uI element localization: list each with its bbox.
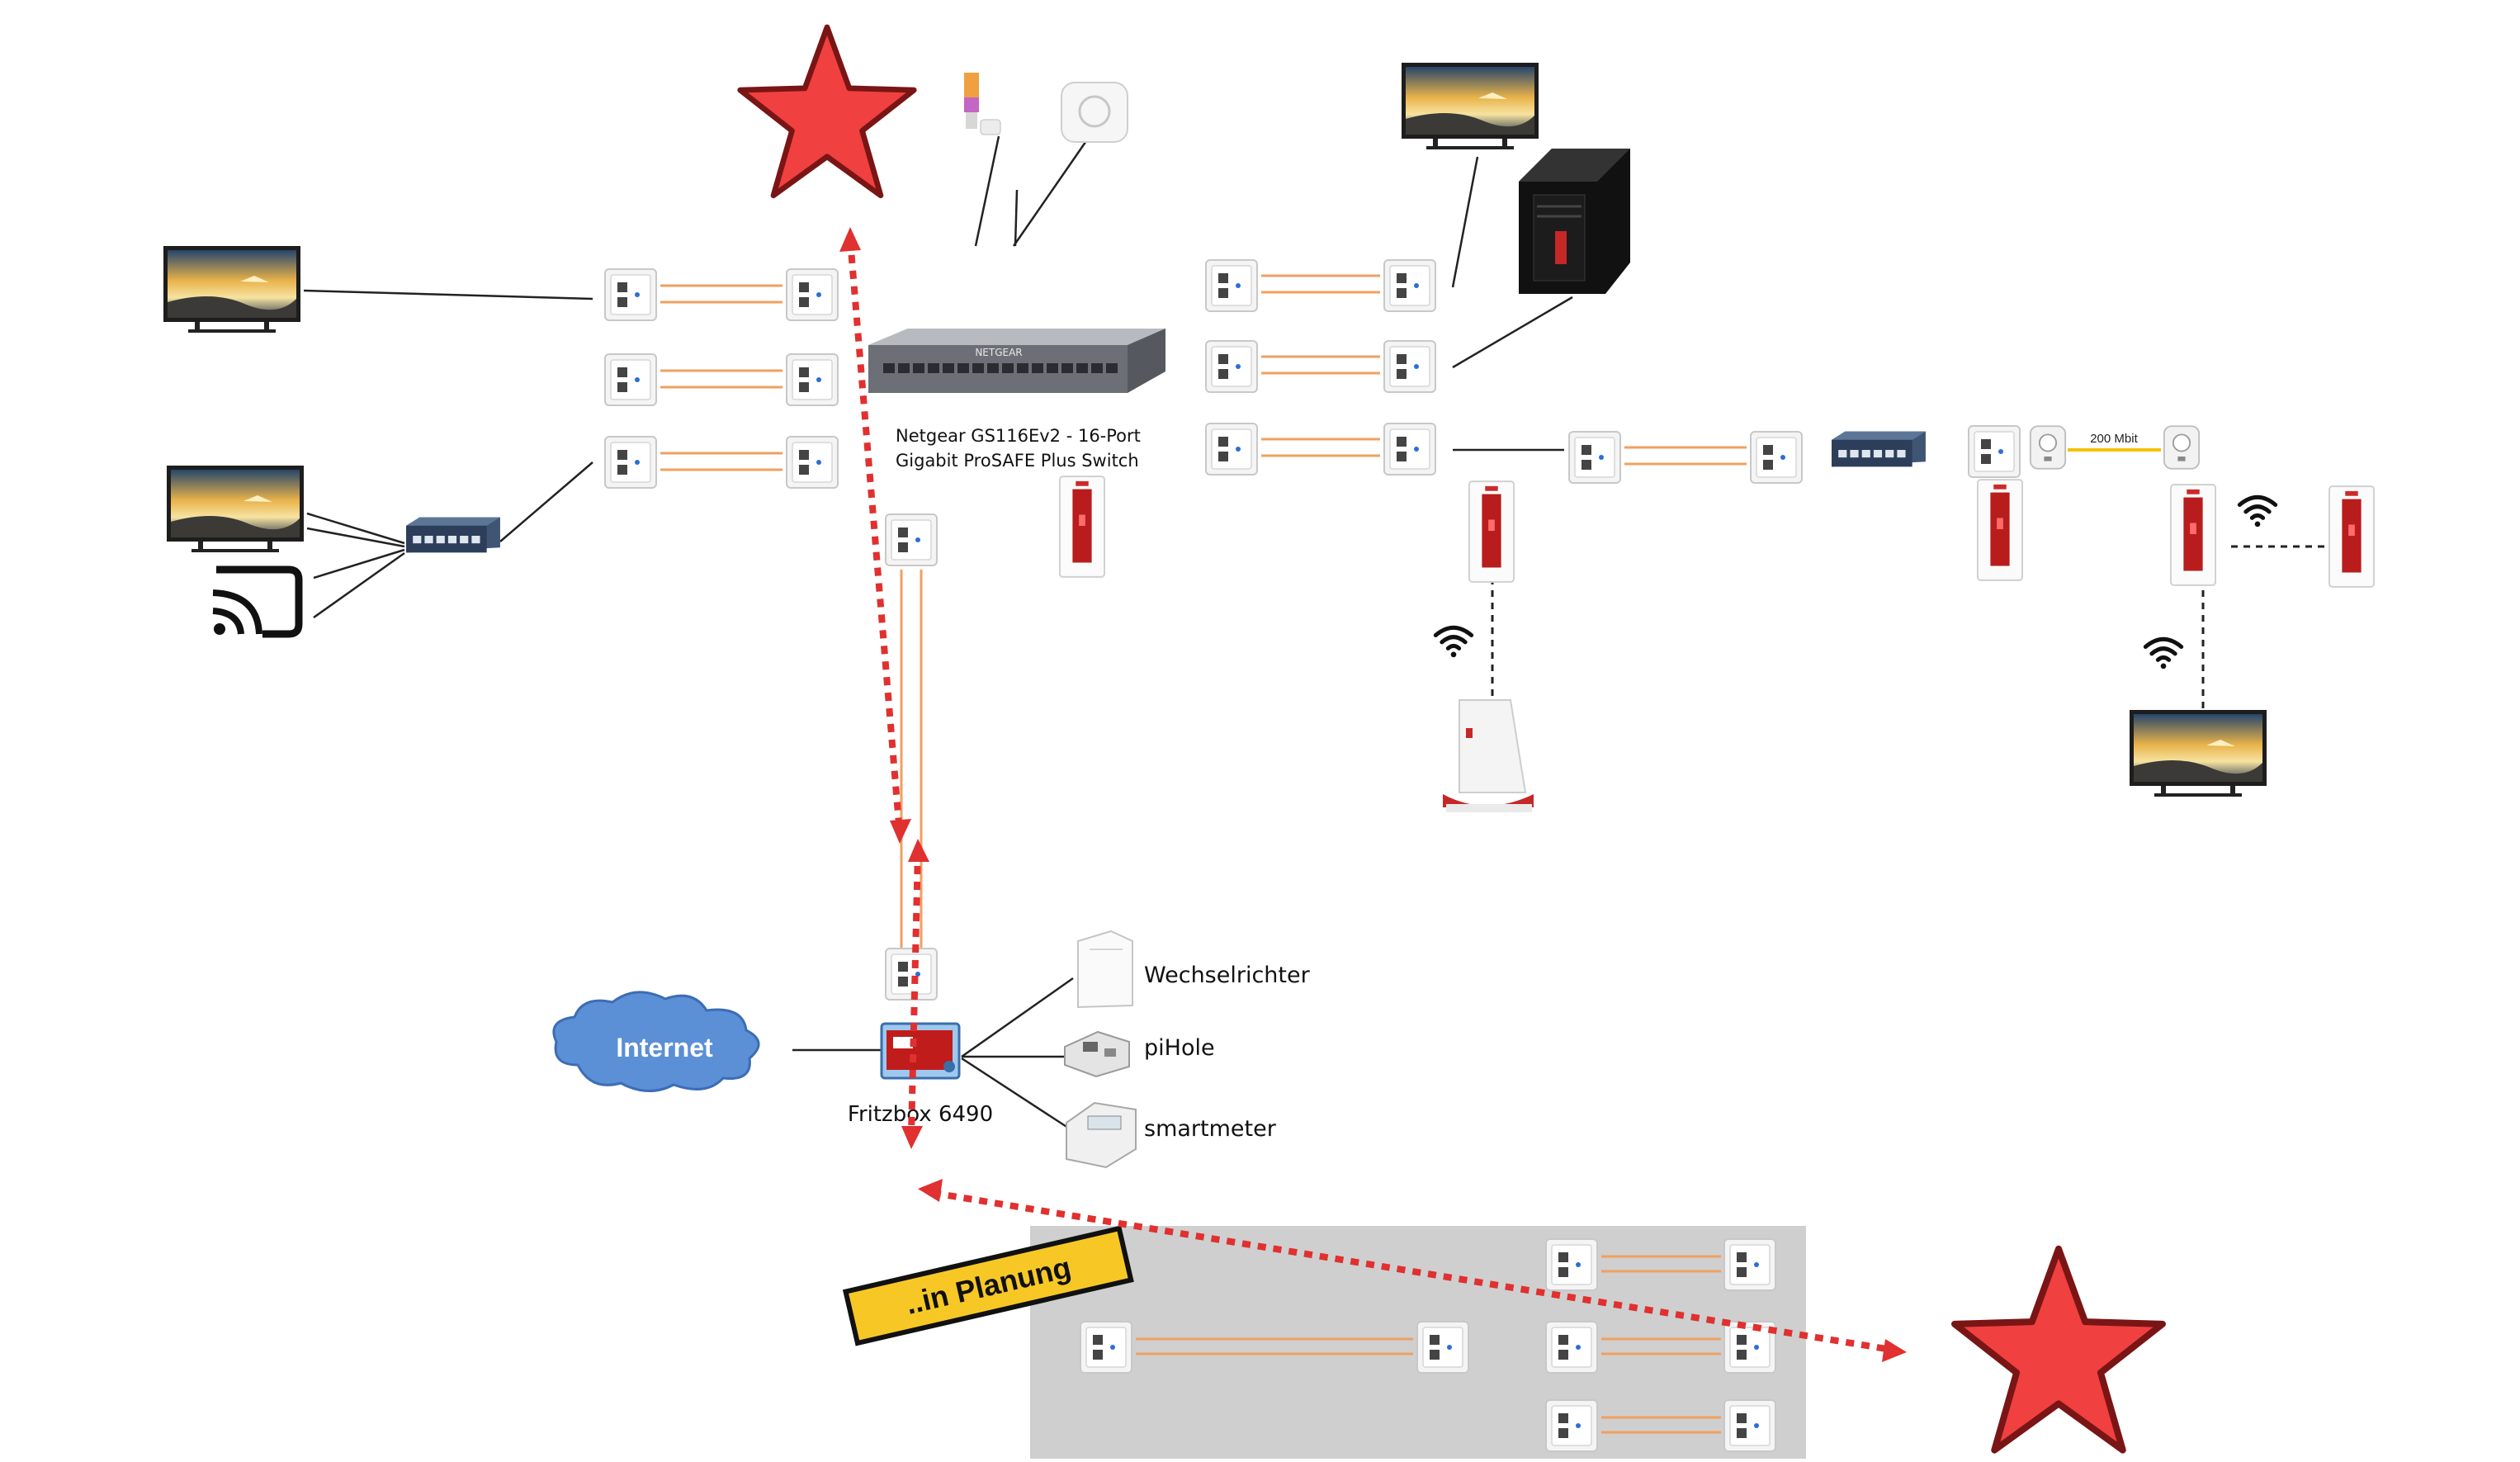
ethernet-wall-socket-icon (1545, 1399, 1598, 1452)
planned-link-arrowheads (839, 227, 1907, 1362)
ethernet-wall-socket-icon (1383, 423, 1436, 476)
router-icon (880, 1022, 961, 1080)
powerline-plug-icon (2163, 425, 2201, 470)
powerline-adapter-icon (2328, 485, 2376, 588)
ethernet-wall-socket-icon (1568, 431, 1621, 484)
fritzbox-label: Fritzbox 6490 (848, 1102, 993, 1127)
hue-bridge-icon (1061, 82, 1128, 143)
planned-cable-row-2 (1080, 1321, 1469, 1374)
powerline-adapter-icon (2169, 484, 2217, 586)
ethernet-wall-socket-icon (1383, 259, 1436, 312)
ethernet-wall-socket-icon (885, 948, 938, 1001)
powerline-adapter-icon (1058, 476, 1106, 578)
cable-run-right-1 (1205, 259, 1436, 312)
network-switch-icon (1832, 431, 1926, 467)
network-switch-icon (406, 517, 500, 553)
uplink-cable (900, 570, 923, 949)
planning-area (1030, 1226, 1806, 1459)
ethernet-wall-socket-icon (1545, 1321, 1598, 1374)
smart-meter-icon (1066, 1101, 1137, 1169)
cable-run-right-2 (1205, 340, 1436, 393)
cable-run-left-3 (604, 436, 839, 489)
ethernet-wall-socket-icon (786, 353, 839, 406)
cast-icon (212, 565, 303, 638)
star-icon (740, 27, 915, 196)
switch-label-line2: Gigabit ProSAFE Plus Switch (896, 451, 1139, 471)
ethernet-wall-socket-icon (1080, 1321, 1132, 1374)
switch-brand-mark: NETGEAR (975, 347, 1022, 358)
ethernet-wall-socket-icon (1968, 425, 2021, 478)
ethernet-wall-socket-icon (604, 268, 657, 321)
connection-lines (303, 135, 1573, 1133)
ethernet-wall-socket-icon (1723, 1321, 1776, 1374)
ethernet-wall-socket-icon (1416, 1321, 1469, 1374)
ethernet-wall-socket-icon (1545, 1238, 1598, 1291)
tv-icon (1402, 63, 1539, 149)
wifi-icon (2239, 497, 2275, 527)
pihole-label: piHole (1144, 1035, 1215, 1061)
wifi-icon (2145, 639, 2181, 669)
ethernet-wall-socket-icon (786, 436, 839, 489)
main-switch-icon: NETGEAR (868, 329, 1165, 393)
tv-icon (163, 246, 300, 333)
ethernet-wall-socket-icon (1383, 340, 1436, 393)
star-icon (1955, 1249, 2163, 1450)
powerline-plug-icon (2029, 425, 2067, 470)
cable-run-right-4 (1568, 431, 1803, 484)
cable-run-right-3 (1205, 423, 1436, 476)
internet-label: Internet (616, 1033, 713, 1062)
desktop-pc-icon (1519, 149, 1630, 294)
ethernet-wall-socket-icon (604, 436, 657, 489)
ethernet-wall-socket-icon (604, 353, 657, 406)
smart-light-icon (964, 73, 1001, 135)
ethernet-wall-socket-icon (1723, 1238, 1776, 1291)
ethernet-wall-socket-icon (885, 513, 938, 566)
ethernet-wall-socket-icon (1205, 340, 1258, 393)
planned-cable-row-1 (1545, 1238, 1776, 1291)
planned-cable-row-3 (1545, 1321, 1776, 1374)
tv-icon (2130, 710, 2267, 797)
ethernet-wall-socket-icon (1750, 431, 1803, 484)
ethernet-wall-socket-icon (1205, 259, 1258, 312)
ethernet-wall-socket-icon (1723, 1399, 1776, 1452)
wechselrichter-label: Wechselrichter (1144, 963, 1311, 988)
ethernet-wall-socket-icon (786, 268, 839, 321)
planned-cable-row-4 (1545, 1399, 1776, 1452)
smartmeter-label: smartmeter (1144, 1116, 1277, 1142)
wifi-repeater-icon (1443, 699, 1534, 812)
wireless-links (1491, 545, 2334, 717)
tv-icon (167, 466, 304, 552)
powerline-speed-label: 200 Mbit (2090, 432, 2138, 446)
powerline-adapter-icon (1976, 479, 2024, 581)
ethernet-wall-socket-icon (1205, 423, 1258, 476)
powerline-adapter-icon (1468, 480, 1515, 583)
switch-label-line1: Netgear GS116Ev2 - 16-Port (896, 426, 1141, 446)
raspberry-pi-icon (1064, 1030, 1130, 1078)
cable-run-left-1 (604, 268, 839, 321)
wifi-icon (1435, 627, 1471, 657)
planning-tag: ..in Planung (842, 1225, 1134, 1346)
cable-run-left-2 (604, 353, 839, 406)
internet-cloud-icon: Internet (552, 991, 760, 1093)
inverter-icon (1077, 930, 1133, 1009)
planned-links (847, 239, 1893, 1353)
